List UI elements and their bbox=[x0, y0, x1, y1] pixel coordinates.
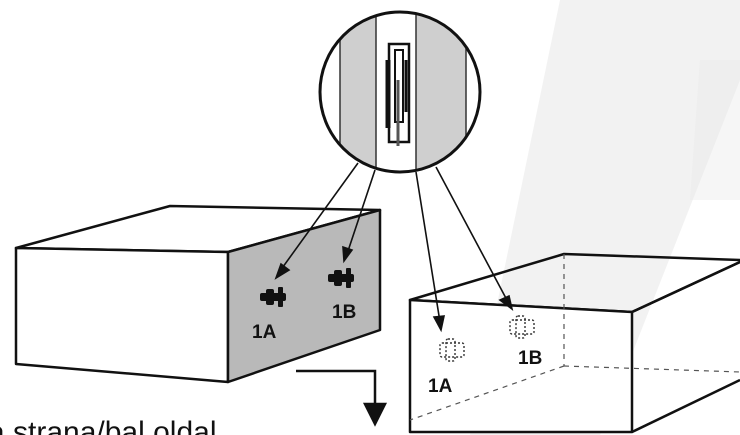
left-label-1b: 1B bbox=[332, 302, 356, 323]
left-box bbox=[14, 204, 382, 384]
hinge-outline-icon bbox=[509, 315, 535, 339]
hinge-outline-icon bbox=[439, 338, 465, 362]
left-label-1a: 1A bbox=[252, 322, 277, 343]
side-caption: a strana/bal oldal bbox=[0, 416, 217, 435]
hinge-bracket-icon bbox=[328, 268, 354, 288]
down-arrow-icon bbox=[296, 369, 388, 427]
right-box-hidden-edges bbox=[409, 254, 740, 421]
right-label-1b: 1B bbox=[518, 348, 542, 369]
hinge-bracket-icon bbox=[260, 287, 286, 307]
right-box bbox=[408, 252, 740, 434]
right-label-1a: 1A bbox=[428, 376, 453, 397]
magnifier-circle-icon bbox=[318, 10, 482, 174]
pointer-arrows bbox=[274, 162, 514, 333]
